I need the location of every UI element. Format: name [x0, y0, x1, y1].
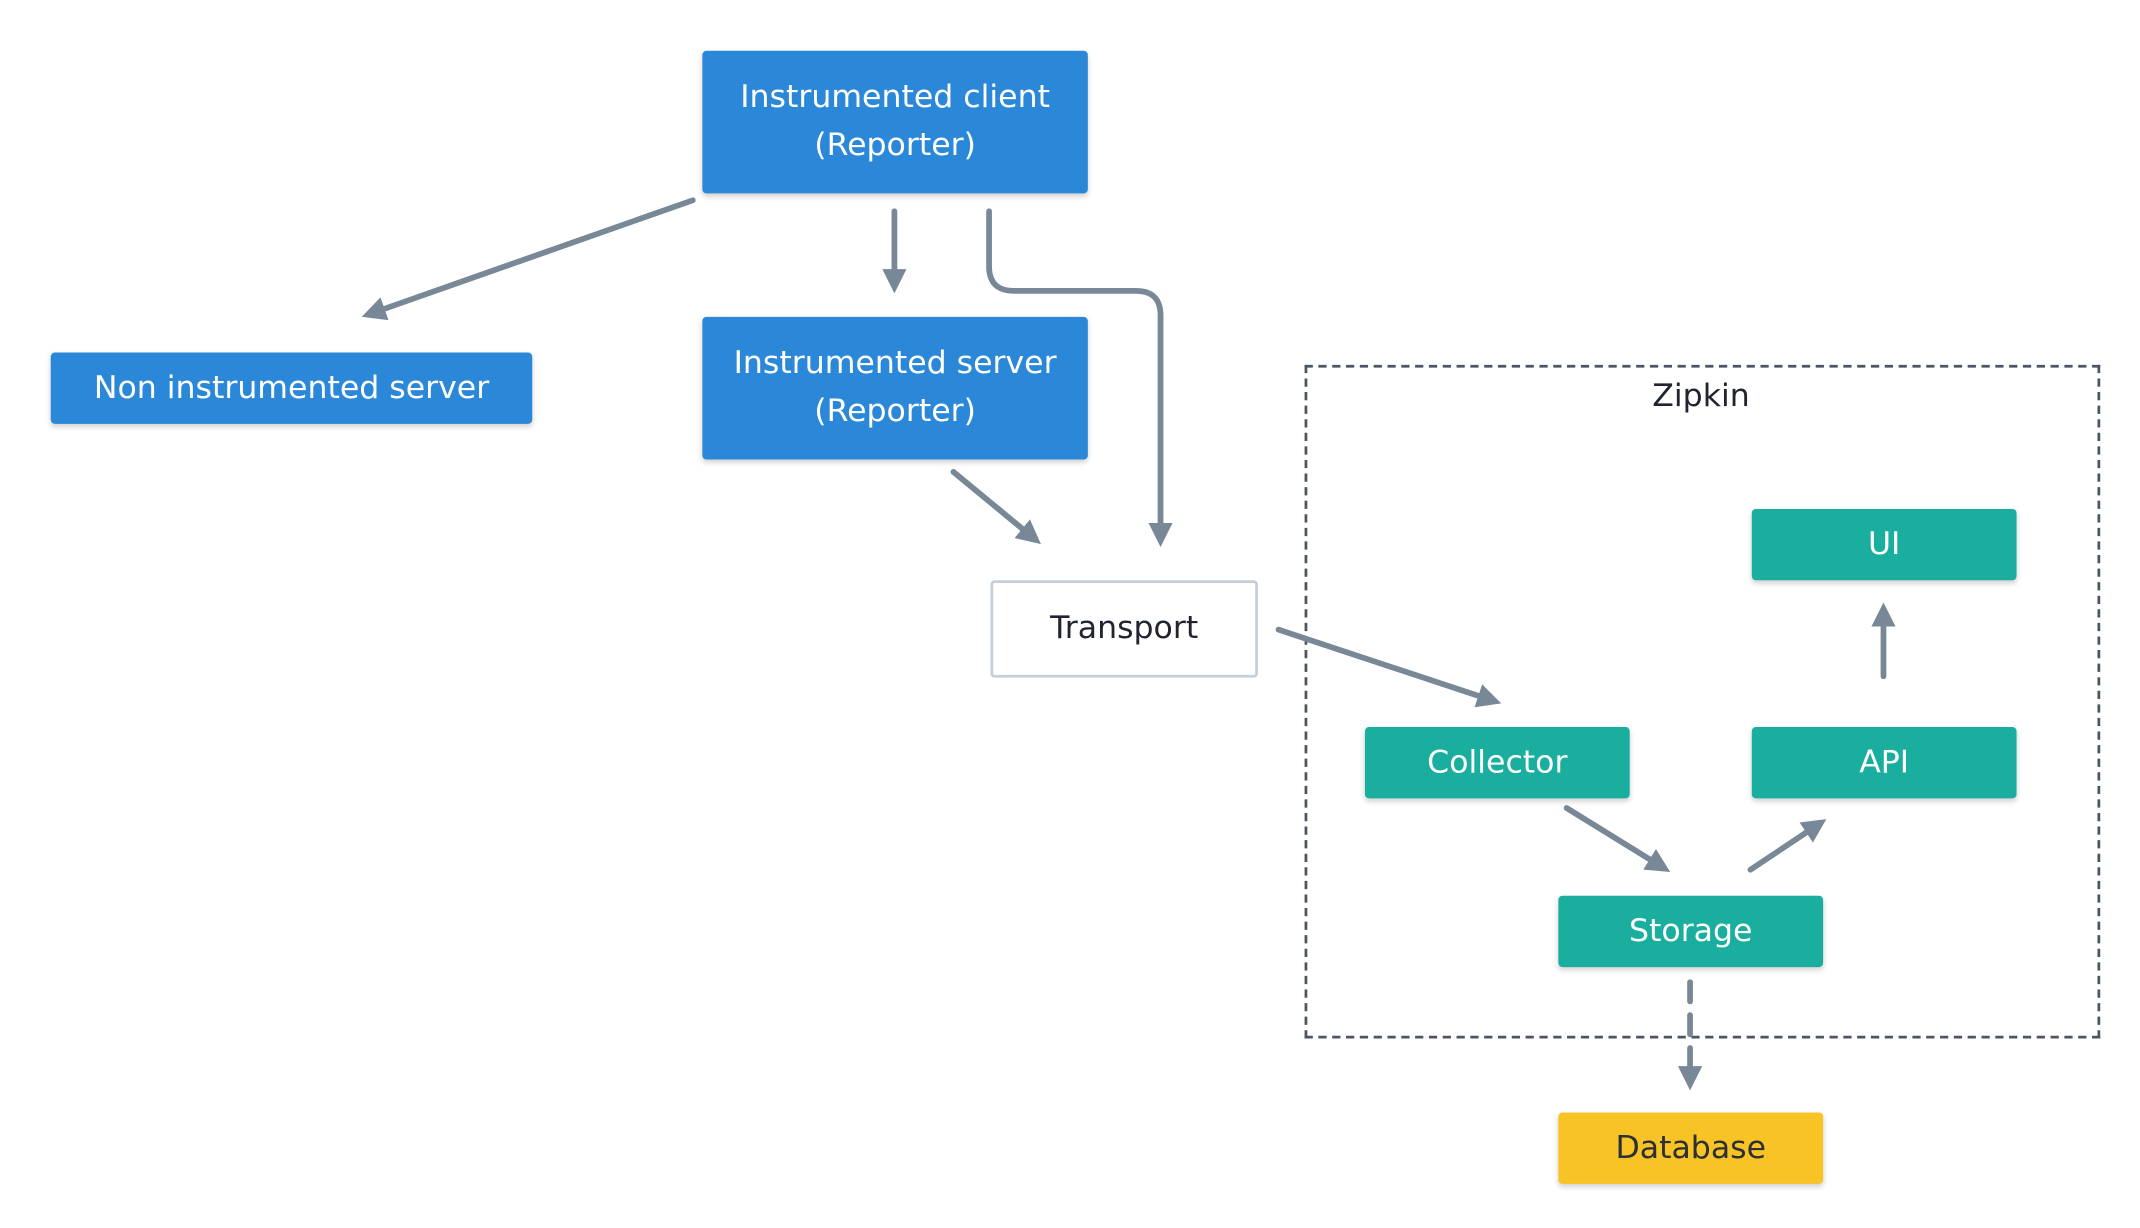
storage-label: Storage	[1629, 912, 1753, 949]
storage-node: Storage	[1558, 895, 1824, 968]
zipkin-boundary	[1304, 364, 2101, 1039]
non-instrumented-server-node: Non instrumented server	[50, 352, 533, 424]
database-label: Database	[1615, 1129, 1767, 1166]
edge-collector-to-storage	[1563, 805, 1671, 872]
edge-client-to-transport	[986, 208, 1173, 548]
edge-storage-to-api	[1747, 819, 1827, 873]
database-node: Database	[1558, 1112, 1824, 1184]
instrumented-server-label: Instrumented server (Reporter)	[733, 345, 1057, 430]
collector-node: Collector	[1364, 727, 1630, 799]
ui-node: UI	[1751, 508, 2017, 581]
api-label: API	[1859, 744, 1910, 780]
edge-client-to-noninstrumented	[361, 197, 696, 321]
instrumented-client-label: Instrumented client (Reporter)	[740, 79, 1050, 164]
transport-node: Transport	[990, 580, 1258, 678]
edge-transport-to-collector	[1275, 626, 1502, 708]
collector-label: Collector	[1427, 744, 1568, 780]
edge-server-to-transport	[950, 469, 1041, 545]
non-instrumented-server-label: Non instrumented server	[93, 369, 490, 406]
transport-label: Transport	[1050, 610, 1199, 647]
api-node: API	[1751, 727, 2017, 799]
instrumented-server-node: Instrumented server (Reporter)	[702, 316, 1088, 460]
instrumented-client-node: Instrumented client (Reporter)	[702, 50, 1088, 194]
ui-label: UI	[1867, 526, 1901, 562]
zipkin-group-label: Zipkin	[1652, 378, 1750, 415]
